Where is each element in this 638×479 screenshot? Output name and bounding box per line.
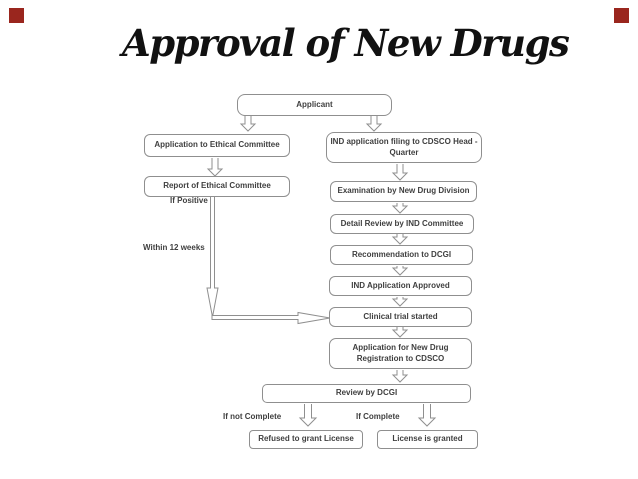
label-if-positive: If Positive — [170, 196, 208, 205]
label-if-not-complete: If not Complete — [223, 412, 282, 421]
arrow-approved-to-clinical — [391, 297, 409, 307]
arrow-review-to-granted — [417, 404, 437, 427]
arrow-filing-to-examination — [391, 164, 409, 181]
flow-box-refused-to-grant-license: Refused to grant License — [249, 430, 363, 449]
corner-accent-left — [9, 8, 24, 23]
flow-box-review-by-dcgi: Review by DCGI — [262, 384, 471, 403]
arrow-review-to-refused — [298, 404, 318, 427]
flow-box-application-ethical-committee: Application to Ethical Committee — [144, 134, 290, 157]
arrow-if-positive-long-down — [206, 197, 219, 318]
corner-accent-right — [614, 8, 629, 23]
flow-box-recommendation-dcgi: Recommendation to DCGI — [330, 245, 473, 265]
arrow-applicant-right-down — [365, 115, 383, 132]
flow-box-license-is-granted: License is granted — [377, 430, 478, 449]
flow-box-ind-application-approved: IND Application Approved — [329, 276, 472, 296]
arrow-registration-to-review — [391, 370, 409, 383]
flow-box-application-new-drug-registration: Application for New Drug Registration to… — [329, 338, 472, 369]
arrow-ethical-to-report — [206, 158, 224, 177]
flow-box-ind-filing-cdsco: IND application filing to CDSCO Head - Q… — [326, 132, 482, 163]
flow-box-examination-new-drug-division: Examination by New Drug Division — [330, 181, 477, 202]
arrow-detail-to-recommendation — [391, 234, 409, 245]
arrow-elbow-to-clinical-trial — [211, 311, 331, 325]
arrow-recommendation-to-approved — [391, 266, 409, 276]
arrow-applicant-left-down — [239, 115, 257, 132]
flow-box-detail-review-ind-committee: Detail Review by IND Committee — [330, 214, 474, 234]
flow-box-applicant: Applicant — [237, 94, 392, 116]
arrow-examination-to-detail — [391, 203, 409, 214]
label-within-12-weeks: Within 12 weeks — [143, 243, 205, 252]
flow-box-report-ethical-committee: Report of Ethical Committee — [144, 176, 290, 197]
flow-box-clinical-trial-started: Clinical trial started — [329, 307, 472, 327]
label-if-complete: If Complete — [356, 412, 400, 421]
arrow-clinical-to-registration — [391, 327, 409, 338]
